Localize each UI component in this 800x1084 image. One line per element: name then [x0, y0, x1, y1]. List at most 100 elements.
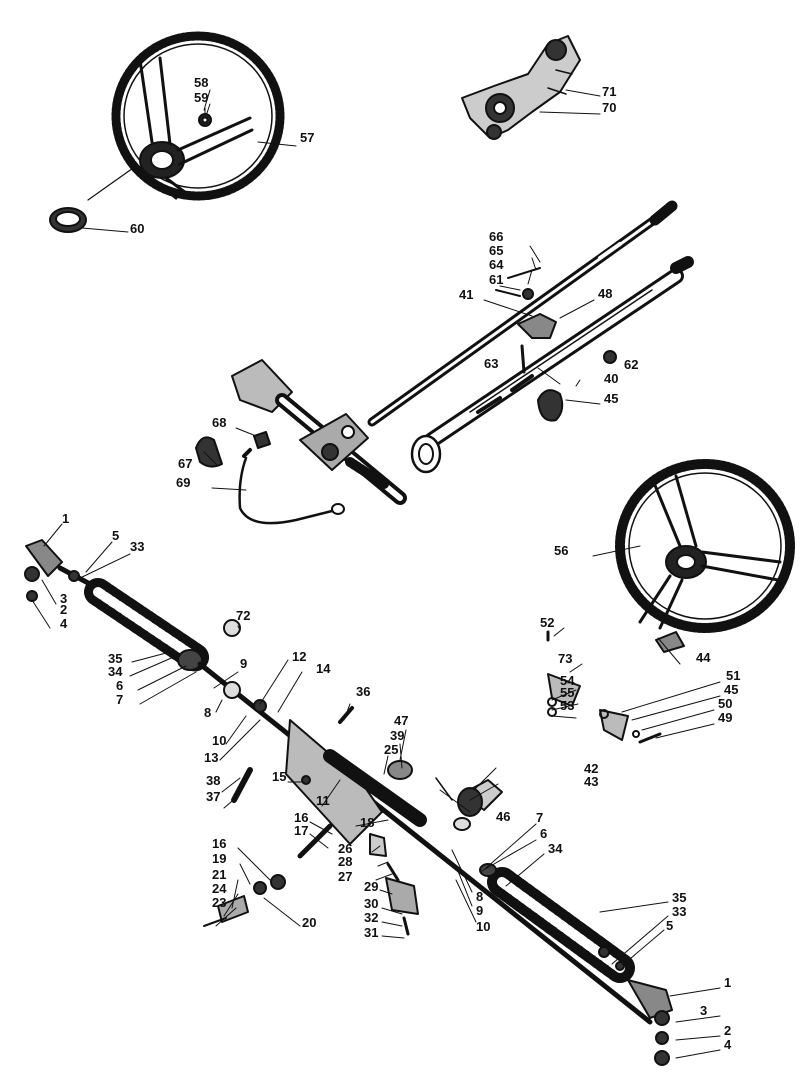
part-label-3a: 3: [60, 591, 68, 606]
part-label-23: 23: [212, 895, 227, 910]
part-label-58: 58: [194, 75, 209, 90]
part-label-11: 11: [316, 793, 330, 808]
part-label-21: 21: [212, 867, 227, 882]
part-label-9b: 9: [476, 903, 484, 918]
part-label-70: 70: [602, 100, 617, 115]
part-label-62: 62: [624, 357, 639, 372]
part-label-12: 12: [292, 649, 307, 664]
part-label-69: 69: [176, 475, 191, 490]
part-label-38: 38: [206, 773, 221, 788]
part-label-25: 25: [384, 742, 399, 757]
rack-housing-upper: [231, 359, 407, 505]
part-label-8b: 8: [476, 889, 484, 904]
part-label-34a: 34: [108, 664, 123, 679]
part-label-19: 19: [212, 851, 227, 866]
part-label-48: 48: [598, 286, 613, 301]
part-label-4a: 4: [60, 616, 68, 631]
part-label-73: 73: [558, 651, 573, 666]
part-label-41: 41: [459, 287, 474, 302]
part-label-15: 15: [272, 769, 287, 784]
part-label-39: 39: [390, 728, 405, 743]
column-clamp-lower: [655, 631, 685, 653]
part-label-45a: 45: [604, 391, 619, 406]
part-label-2b: 2: [724, 1023, 732, 1038]
part-label-1a: 1: [62, 511, 70, 526]
part-label-29: 29: [364, 879, 379, 894]
part-label-20: 20: [302, 915, 317, 930]
part-label-65: 65: [489, 243, 504, 258]
part-label-30: 30: [364, 896, 379, 911]
part-label-67: 67: [178, 456, 193, 471]
part-label-26: 26: [338, 841, 353, 856]
part-label-33b: 33: [672, 904, 687, 919]
part-label-4b: 4: [724, 1037, 732, 1052]
inner-column: [367, 200, 678, 427]
part-label-24: 24: [212, 881, 227, 896]
part-label-10b: 10: [476, 919, 491, 934]
part-label-6a: 6: [116, 678, 124, 693]
part-label-66: 66: [489, 229, 504, 244]
part-label-8a: 8: [204, 705, 212, 720]
part-label-60: 60: [130, 221, 145, 236]
part-label-18: 18: [360, 815, 375, 830]
part-label-28: 28: [338, 854, 353, 869]
part-label-2a: 2: [60, 602, 68, 617]
part-label-9a: 9: [240, 656, 248, 671]
part-label-64: 64: [489, 257, 504, 272]
part-label-43: 43: [584, 774, 599, 789]
outer-column: [410, 256, 694, 474]
part-label-51: 51: [726, 668, 741, 683]
part-label-53: 53: [560, 698, 575, 713]
part-label-37: 37: [206, 789, 221, 804]
part-label-14: 14: [316, 661, 331, 676]
part-label-34b: 34: [548, 841, 563, 856]
horn-push: [49, 207, 87, 233]
part-label-7b: 7: [536, 810, 544, 825]
part-label-72: 72: [236, 608, 251, 623]
part-label-27: 27: [338, 869, 353, 884]
part-label-5a: 5: [112, 528, 120, 543]
switch-assembly: [461, 35, 581, 140]
column-clamps: [495, 267, 617, 422]
part-label-31: 31: [364, 925, 379, 940]
part-label-16b: 16: [212, 836, 227, 851]
part-label-16a: 16: [294, 810, 309, 825]
part-label-56: 56: [554, 543, 569, 558]
part-label-44: 44: [696, 650, 711, 665]
part-label-47: 47: [394, 713, 409, 728]
part-label-54: 54: [560, 673, 575, 688]
part-label-46: 46: [496, 809, 511, 824]
part-label-1b: 1: [724, 975, 732, 990]
clamp-and-earth-lead: [195, 431, 345, 525]
leader-lines: [31, 89, 721, 1059]
part-label-57: 57: [300, 130, 315, 145]
part-label-71: 71: [602, 84, 617, 99]
part-label-17: 17: [294, 823, 309, 838]
part-label-32: 32: [364, 910, 379, 925]
part-label-36: 36: [356, 684, 371, 699]
part-label-59: 59: [194, 90, 209, 105]
part-label-61: 61: [489, 272, 504, 287]
part-label-55: 55: [560, 685, 575, 700]
steering-wheel-upper: [87, 31, 285, 201]
part-label-13: 13: [204, 750, 219, 765]
part-label-63: 63: [484, 356, 499, 371]
part-label-49: 49: [718, 710, 733, 725]
part-label-40: 40: [604, 371, 619, 386]
part-label-5b: 5: [666, 918, 674, 933]
rack-assembly: [24, 539, 673, 1066]
part-label-68: 68: [212, 415, 227, 430]
part-label-3b: 3: [700, 1003, 708, 1018]
part-label-52: 52: [540, 615, 555, 630]
part-label-42: 42: [584, 761, 599, 776]
steering-wheel-lower: [615, 459, 795, 633]
part-label-33a: 33: [130, 539, 145, 554]
part-label-35b: 35: [672, 890, 687, 905]
part-label-10a: 10: [212, 733, 227, 748]
part-label-35a: 35: [108, 651, 123, 666]
part-label-6b: 6: [540, 826, 548, 841]
part-label-45b: 45: [724, 682, 739, 697]
part-label-7a: 7: [116, 692, 124, 707]
